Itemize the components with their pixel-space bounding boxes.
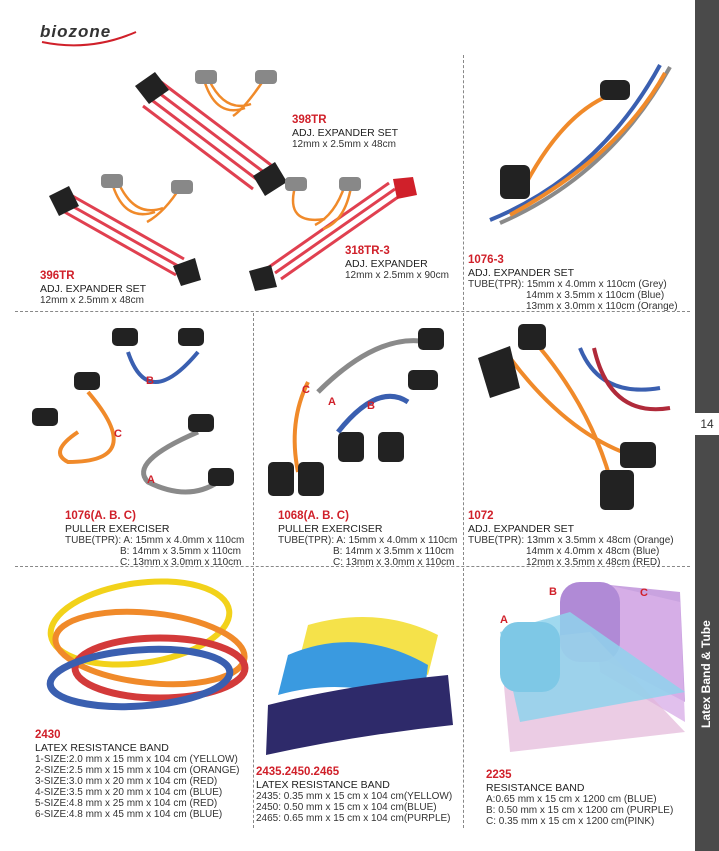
page-number: 14: [695, 413, 719, 435]
tube-label-a: A: [147, 474, 155, 486]
product-spec-line: 2-SIZE:2.5 mm x 15 mm x 104 cm (ORANGE): [35, 765, 240, 776]
product-name: LATEX RESISTANCE BAND: [256, 779, 390, 791]
product-image-1072: [478, 324, 671, 510]
divider-vertical-bot-1: [253, 568, 254, 828]
product-code: 2235: [486, 769, 512, 781]
product-image-1076-3: [489, 64, 672, 225]
product-396tr: 396TR ADJ. EXPANDER SET 12mm x 2.5mm x 4…: [40, 270, 146, 306]
product-name: ADJ. EXPANDER SET: [468, 523, 574, 535]
product-spec: 12mm x 2.5mm x 48cm: [40, 295, 144, 306]
product-spec-line: B: 14mm x 3.5mm x 110cm: [120, 546, 241, 557]
product-image-2435: [266, 617, 453, 755]
product-spec-line: 14mm x 3.5mm x 110cm (Blue): [526, 290, 665, 301]
product-code: 2430: [35, 729, 61, 741]
product-spec-line: 2450: 0.50 mm x 15 cm x 104 cm(BLUE): [256, 802, 437, 813]
product-image-2430: [46, 578, 249, 711]
divider-vertical-mid-1: [253, 313, 254, 565]
product-spec-line: 3-SIZE:3.0 mm x 20 mm x 104 cm (RED): [35, 776, 218, 787]
tube-label-c: C: [114, 428, 122, 440]
product-code: 396TR: [40, 270, 75, 282]
product-1076abc: 1076(A. B. C) PULLER EXERCISER TUBE(TPR)…: [65, 510, 244, 568]
product-spec-line: 2435: 0.35 mm x 15 cm x 104 cm(YELLOW): [256, 791, 453, 802]
brand-logo-text: biozone: [40, 22, 112, 41]
roll-label-c: C: [640, 587, 648, 599]
product-spec-line: 1-SIZE:2.0 mm x 15 mm x 104 cm (YELLOW): [35, 754, 238, 765]
product-image-1068abc: [268, 328, 444, 496]
tube-label-b: B: [146, 375, 154, 387]
divider-horizontal-2: [15, 566, 690, 567]
product-spec: 12mm x 2.5mm x 90cm: [345, 270, 449, 281]
roll-label-a: A: [500, 614, 508, 626]
product-image-398tr: [135, 70, 287, 196]
product-spec-line: C: 13mm x 3.0mm x 110cm: [333, 557, 455, 568]
product-spec-line: C: 13mm x 3.0mm x 110cm: [120, 557, 242, 568]
product-spec-line: B: 0.50 mm x 15 cm x 1200 cm (PURPLE): [486, 805, 674, 816]
product-image-396tr: [49, 174, 201, 286]
product-398tr: 398TR ADJ. EXPANDER SET 12mm x 2.5mm x 4…: [292, 114, 398, 150]
product-spec-line: TUBE(TPR): A: 15mm x 4.0mm x 110cm: [65, 535, 245, 546]
product-spec-line: B: 14mm x 3.5mm x 110cm: [333, 546, 454, 557]
product-name: ADJ. EXPANDER SET: [292, 127, 398, 139]
divider-vertical-mid-2: [463, 313, 464, 565]
product-318tr3: 318TR-3 ADJ. EXPANDER 12mm x 2.5mm x 90c…: [345, 245, 449, 281]
tube-label-a: A: [328, 396, 336, 408]
product-2435: 2435.2450.2465 LATEX RESISTANCE BAND 243…: [256, 766, 452, 824]
product-spec-line: 6-SIZE:4.8 mm x 45 mm x 104 cm (BLUE): [35, 809, 223, 820]
product-code: 1068(A. B. C): [278, 510, 349, 522]
product-name: ADJ. EXPANDER: [345, 258, 428, 270]
product-code: 318TR-3: [345, 245, 390, 257]
divider-horizontal-1: [15, 311, 690, 312]
logo-swoosh-icon: [41, 31, 137, 47]
product-code: 1076(A. B. C): [65, 510, 136, 522]
product-spec-line: A:0.65 mm x 15 cm x 1200 cm (BLUE): [486, 794, 657, 805]
product-image-1076abc: [32, 328, 234, 495]
product-code: 1072: [468, 510, 494, 522]
divider-vertical-bot-2: [463, 568, 464, 828]
product-name: PULLER EXERCISER: [278, 523, 383, 535]
product-spec-line: 14mm x 4.0mm x 48cm (Blue): [526, 546, 660, 557]
divider-vertical-top: [463, 55, 464, 310]
product-name: RESISTANCE BAND: [486, 782, 585, 794]
product-2430: 2430 LATEX RESISTANCE BAND 1-SIZE:2.0 mm…: [35, 729, 239, 820]
product-spec-line: 5-SIZE:4.8 mm x 25 mm x 104 cm (RED): [35, 798, 218, 809]
product-1068abc: 1068(A. B. C) PULLER EXERCISER TUBE(TPR)…: [278, 510, 457, 568]
product-code: 2435.2450.2465: [256, 766, 340, 778]
product-name: LATEX RESISTANCE BAND: [35, 742, 169, 754]
product-code: 398TR: [292, 114, 327, 126]
product-spec-line: 4-SIZE:3.5 mm x 20 mm x 104 cm (BLUE): [35, 787, 223, 798]
product-image-318tr3: [249, 177, 417, 291]
product-spec: 12mm x 2.5mm x 48cm: [292, 139, 396, 150]
product-1076-3: 1076-3 ADJ. EXPANDER SET TUBE(TPR): 15mm…: [468, 254, 678, 312]
section-title-text: Latex Band & Tube: [699, 620, 713, 728]
tube-label-b: B: [367, 400, 375, 412]
product-name: ADJ. EXPANDER SET: [468, 267, 574, 279]
product-spec-line: TUBE(TPR): A: 15mm x 4.0mm x 110cm: [278, 535, 458, 546]
product-image-2235: [500, 582, 685, 752]
brand-logo: biozone: [40, 22, 140, 47]
product-name: PULLER EXERCISER: [65, 523, 170, 535]
product-spec-line: 13mm x 3.0mm x 110cm (Orange): [526, 301, 678, 312]
product-spec-line: TUBE(TPR): 15mm x 4.0mm x 110cm (Grey): [468, 279, 667, 290]
roll-label-b: B: [549, 586, 557, 598]
tube-label-c: C: [302, 384, 310, 396]
product-spec-line: 12mm x 3.5mm x 48cm (RED): [526, 557, 661, 568]
product-1072: 1072 ADJ. EXPANDER SET TUBE(TPR): 13mm x…: [468, 510, 674, 568]
product-name: ADJ. EXPANDER SET: [40, 283, 146, 295]
product-spec-line: C: 0.35 mm x 15 cm x 1200 cm(PINK): [486, 816, 655, 827]
product-code: 1076-3: [468, 254, 504, 266]
product-spec-line: TUBE(TPR): 13mm x 3.5mm x 48cm (Orange): [468, 535, 674, 546]
product-spec-line: 2465: 0.65 mm x 15 cm x 104 cm(PURPLE): [256, 813, 451, 824]
product-2235: 2235 RESISTANCE BAND A:0.65 mm x 15 cm x…: [486, 769, 673, 827]
